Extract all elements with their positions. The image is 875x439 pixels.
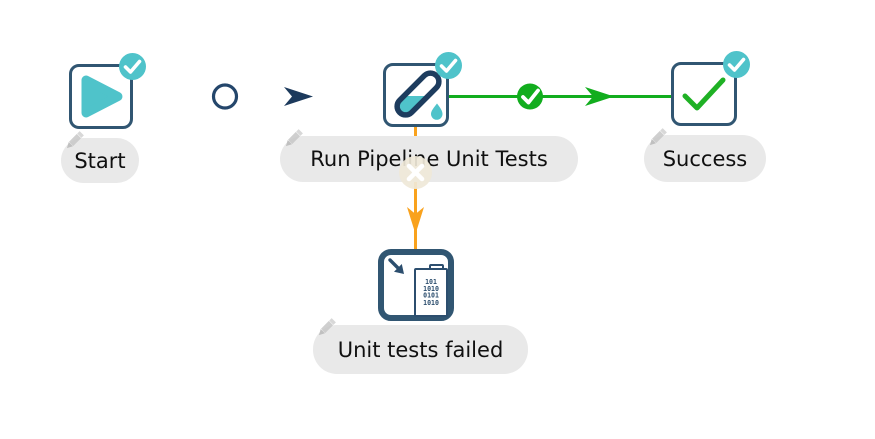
checked-badge [119,53,146,80]
checked-badge [435,52,462,79]
node-label-text: Start [74,148,126,173]
hop-failure-x-marker[interactable] [399,156,432,189]
binary-row: 0101 [423,291,439,300]
water-drop-icon [431,103,443,120]
arrow-into-file-icon [388,258,404,274]
x-icon [406,163,425,182]
hop-arrowhead-navy [284,87,313,106]
play-icon [81,75,123,118]
test-tube-icon [393,70,443,120]
green-check-icon [682,77,726,111]
hop-arrowhead-green [585,87,614,106]
hop-arrowhead-orange [407,207,424,234]
action-node-start[interactable] [69,53,146,129]
node-label-start[interactable]: Start [61,131,139,183]
hop-success-check-glyph [521,88,540,105]
binary-row: 1010 [423,298,439,307]
binary-row: 101 [425,277,437,286]
action-node-run-pipeline-unit-tests[interactable] [383,52,462,127]
badge-check-icon [123,59,142,74]
node-label-text: Success [662,146,748,171]
binary-row: 1010 [423,284,439,293]
hop-unconditional-circle-marker[interactable] [211,83,239,110]
checked-badge [723,51,750,78]
node-label-success[interactable]: Success [644,128,766,182]
action-node-unit-tests-failed[interactable]: 101 1010 0101 1010 [378,249,454,321]
node-label-unit-tests-failed[interactable]: Unit tests failed [313,318,528,374]
binary-file-arrow-icon: 101 1010 0101 1010 [414,268,448,317]
pencil-icon [318,318,336,336]
binary-data-text: 101 1010 0101 1010 [423,277,439,307]
badge-check-icon [439,58,458,73]
action-node-success[interactable] [671,51,750,126]
pencil-icon [66,131,84,149]
pencil-icon [649,128,667,146]
hop-success-check-marker[interactable] [517,83,543,110]
badge-check-icon [727,57,746,72]
node-label-run-pipeline-unit-tests[interactable]: Run Pipeline Unit Tests [280,129,578,182]
node-label-text: Unit tests failed [337,337,504,362]
pencil-icon [285,129,303,147]
